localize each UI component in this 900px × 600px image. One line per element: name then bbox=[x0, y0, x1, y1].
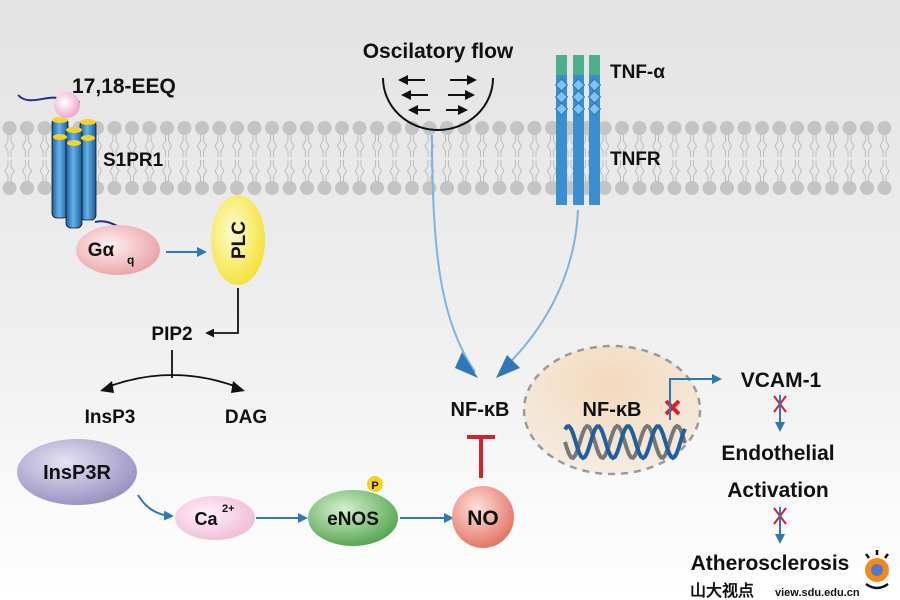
insp3-label: InsP3 bbox=[85, 407, 136, 428]
arrowhead-insp3 bbox=[100, 381, 114, 393]
dag-label: DAG bbox=[225, 407, 267, 428]
oscillatory-flow: Oscilatory flow bbox=[363, 40, 514, 131]
arrow-flow-nfkb bbox=[431, 134, 476, 373]
no-label: NO bbox=[467, 507, 499, 530]
arrowhead-tnfr-nfkb bbox=[496, 355, 520, 378]
vcam-label: VCAM-1 bbox=[741, 369, 822, 392]
arrow-plc-pip2 bbox=[205, 288, 239, 338]
arrow-tnfr-nfkb bbox=[499, 209, 579, 373]
arrowhead-dag bbox=[231, 381, 245, 393]
activation-label: Activation bbox=[727, 479, 829, 502]
ca-label: Ca bbox=[194, 509, 218, 529]
watermark-url: view.sdu.edu.cn bbox=[775, 587, 860, 599]
arrow-transcription-vcam bbox=[669, 374, 722, 420]
s1pr1-label: S1PR1 bbox=[103, 150, 164, 171]
tnf-label: TNF-α bbox=[610, 62, 665, 83]
eeq-label: 17,18-EEQ bbox=[72, 75, 176, 98]
cell-membrane bbox=[2, 121, 892, 195]
block-x-icon bbox=[664, 399, 681, 416]
ca-superscript: 2+ bbox=[222, 503, 235, 515]
enos-node: eNOS P bbox=[308, 476, 398, 546]
phosphate-label: P bbox=[371, 480, 378, 492]
insp3r-node: InsP3R bbox=[17, 439, 137, 505]
arrowhead-flow-nfkb bbox=[455, 352, 478, 378]
galpha-label: Gα bbox=[88, 240, 115, 261]
flow-label: Oscilatory flow bbox=[363, 40, 514, 63]
nfkb-nucleus-label: NF-κB bbox=[583, 399, 642, 421]
no-node: NO bbox=[452, 486, 514, 548]
inhibition-bar-no-nfkb bbox=[467, 435, 495, 478]
endothelial-label: Endothelial bbox=[721, 442, 834, 465]
galpha-q-node: Gα q bbox=[76, 225, 160, 275]
enos-label: eNOS bbox=[327, 509, 379, 530]
calcium-node: Ca 2+ bbox=[175, 496, 255, 540]
flow-arrows-icon bbox=[398, 75, 477, 115]
pip2-label: PIP2 bbox=[151, 324, 192, 345]
flow-bowl bbox=[382, 77, 494, 131]
phosphate-badge bbox=[367, 476, 383, 492]
watermark-logo: 山大视点 view.sdu.edu.cn bbox=[690, 550, 889, 600]
plc-label: PLC bbox=[229, 221, 250, 259]
eeq-ligand bbox=[54, 92, 80, 118]
nfkb-cytoplasm-label: NF-κB bbox=[451, 399, 510, 421]
nucleus: NF-κB bbox=[522, 344, 702, 476]
galpha-subscript: q bbox=[127, 253, 134, 267]
insp3r-label: InsP3R bbox=[43, 462, 111, 484]
dna-helix-icon bbox=[563, 423, 687, 461]
arrow-insp3r-ca bbox=[137, 494, 174, 521]
pip2-split-arc bbox=[104, 350, 241, 389]
plc-node: PLC bbox=[211, 195, 265, 285]
watermark-text: 山大视点 bbox=[690, 581, 754, 600]
atherosclerosis-label: Atherosclerosis bbox=[691, 552, 850, 575]
tnfr-receptor: TNF-α TNFR bbox=[554, 55, 665, 205]
tnfr-label: TNFR bbox=[610, 149, 661, 170]
